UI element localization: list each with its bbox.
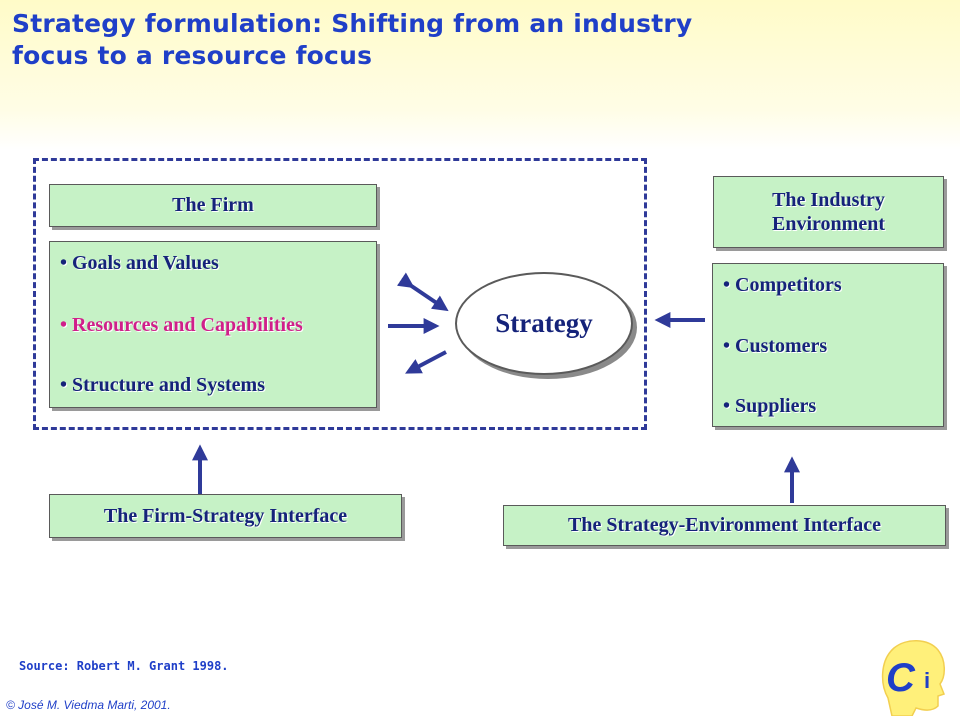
industry-item-customers: • Customers bbox=[723, 335, 828, 357]
logo-letter-i: i bbox=[924, 668, 930, 693]
two-way-arrow-upper bbox=[396, 272, 449, 312]
firm-attributes-box: • Goals and Values • Resources and Capab… bbox=[49, 241, 377, 408]
strategy-ellipse: Strategy bbox=[455, 272, 633, 375]
firm-item-goals: • Goals and Values bbox=[60, 252, 219, 274]
firm-strategy-interface-label: The Firm-Strategy Interface bbox=[103, 504, 348, 527]
strategy-environment-interface-label: The Strategy-Environment Interface bbox=[568, 514, 881, 536]
industry-label-line2: Environment bbox=[772, 213, 885, 235]
firm-item-structure: • Structure and Systems bbox=[60, 374, 265, 396]
firm-item-resources: • Resources and Capabilities bbox=[60, 314, 303, 336]
industry-forces-box: • Competitors • Customers • Suppliers bbox=[712, 263, 944, 427]
firm-strategy-interface-box: The Firm-Strategy Interface bbox=[49, 494, 402, 538]
logo-letter-c: C bbox=[886, 656, 916, 700]
ci-head-logo-icon: C i bbox=[881, 640, 945, 716]
slide-title-line1: Strategy formulation: Shifting from an i… bbox=[12, 9, 693, 38]
strategy-label: Strategy bbox=[495, 308, 593, 338]
arrow-strategy-to-firm bbox=[405, 350, 447, 374]
the-firm-label: The Firm bbox=[172, 194, 254, 216]
slide-title: Strategy formulation: Shifting from an i… bbox=[12, 8, 912, 72]
industry-label-line1: The Industry bbox=[772, 189, 885, 211]
the-firm-label-box: The Firm bbox=[49, 184, 377, 227]
industry-item-competitors: • Competitors bbox=[723, 274, 842, 296]
strategy-environment-interface-box: The Strategy-Environment Interface bbox=[503, 505, 946, 546]
source-citation: Source: Robert M. Grant 1998. bbox=[19, 659, 229, 673]
firm-boundary-dashed-box bbox=[33, 158, 647, 430]
copyright-note: © José M. Viedma Marti, 2001. bbox=[6, 698, 171, 712]
industry-item-suppliers: • Suppliers bbox=[723, 395, 817, 417]
slide-title-line2: focus to a resource focus bbox=[12, 41, 373, 70]
industry-environment-label-box: The Industry Environment bbox=[713, 176, 944, 248]
